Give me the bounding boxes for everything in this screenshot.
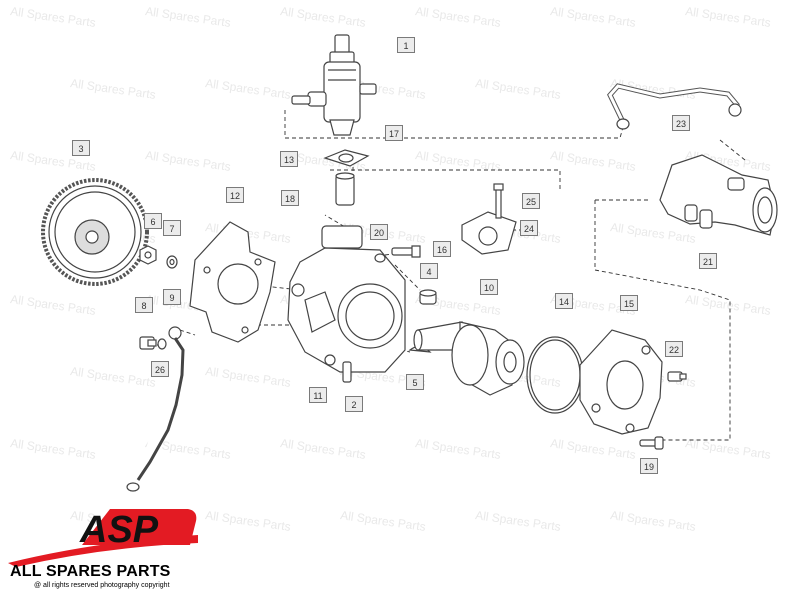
asp-logo: ASP ALL SPARES PARTS @ all rights reserv… — [4, 505, 204, 597]
part-label-19: 19 — [640, 458, 658, 474]
part-23-hose — [607, 83, 742, 130]
part-label-2: 2 — [345, 396, 363, 412]
part-3-gear — [41, 178, 149, 286]
part-2-bolt — [342, 361, 352, 383]
part-1-injection-pump — [291, 34, 377, 136]
part-14-o-ring — [526, 336, 584, 414]
part-22-bolt — [667, 371, 687, 382]
company-name: ALL SPARES PARTS — [10, 563, 171, 580]
part-label-15: 15 — [620, 295, 638, 311]
part-label-16: 16 — [433, 241, 451, 257]
part-13-gasket — [323, 149, 370, 167]
part-label-5: 5 — [406, 374, 424, 390]
part-label-25: 25 — [522, 193, 540, 209]
part-label-22: 22 — [665, 341, 683, 357]
asp-logo-letters: ASP — [79, 509, 159, 551]
asp-logo-mark: ASP — [8, 509, 198, 567]
part-11-housing — [287, 225, 406, 373]
part-label-13: 13 — [280, 151, 298, 167]
part-24-flange — [461, 211, 517, 255]
part-label-3: 3 — [72, 140, 90, 156]
part-label-26: 26 — [151, 361, 169, 377]
part-26-washer — [157, 338, 167, 350]
part-label-1: 1 — [397, 37, 415, 53]
copyright-notice: @ all rights reserved photography copyri… — [34, 582, 170, 589]
part-label-20: 20 — [370, 224, 388, 240]
part-19-bolt — [639, 436, 664, 450]
part-7-washer — [166, 255, 178, 269]
part-label-12: 12 — [226, 187, 244, 203]
part-15-cover — [579, 329, 663, 435]
part-label-6: 6 — [144, 213, 162, 229]
part-label-7: 7 — [163, 220, 181, 236]
part-label-11: 11 — [309, 387, 327, 403]
part-label-18: 18 — [281, 190, 299, 206]
part-21-thermostat-housing — [659, 154, 778, 236]
part-label-8: 8 — [135, 297, 153, 313]
part-label-21: 21 — [699, 253, 717, 269]
part-18-tappet — [335, 172, 355, 206]
part-16-bolt — [391, 245, 421, 258]
part-10-shaft-pulley — [413, 321, 525, 396]
part-8-plug — [139, 336, 157, 350]
part-25-bolt — [493, 183, 504, 219]
part-label-17: 17 — [385, 125, 403, 141]
part-label-14: 14 — [555, 293, 573, 309]
part-6-nut — [139, 245, 157, 265]
part-20-plug — [374, 253, 386, 263]
part-label-24: 24 — [520, 220, 538, 236]
part-12-plate — [189, 221, 276, 343]
part-label-10: 10 — [480, 279, 498, 295]
part-9-oil-pipe — [126, 326, 185, 492]
part-4-bush — [419, 289, 437, 305]
part-label-4: 4 — [420, 263, 438, 279]
part-label-9: 9 — [163, 289, 181, 305]
part-label-23: 23 — [672, 115, 690, 131]
